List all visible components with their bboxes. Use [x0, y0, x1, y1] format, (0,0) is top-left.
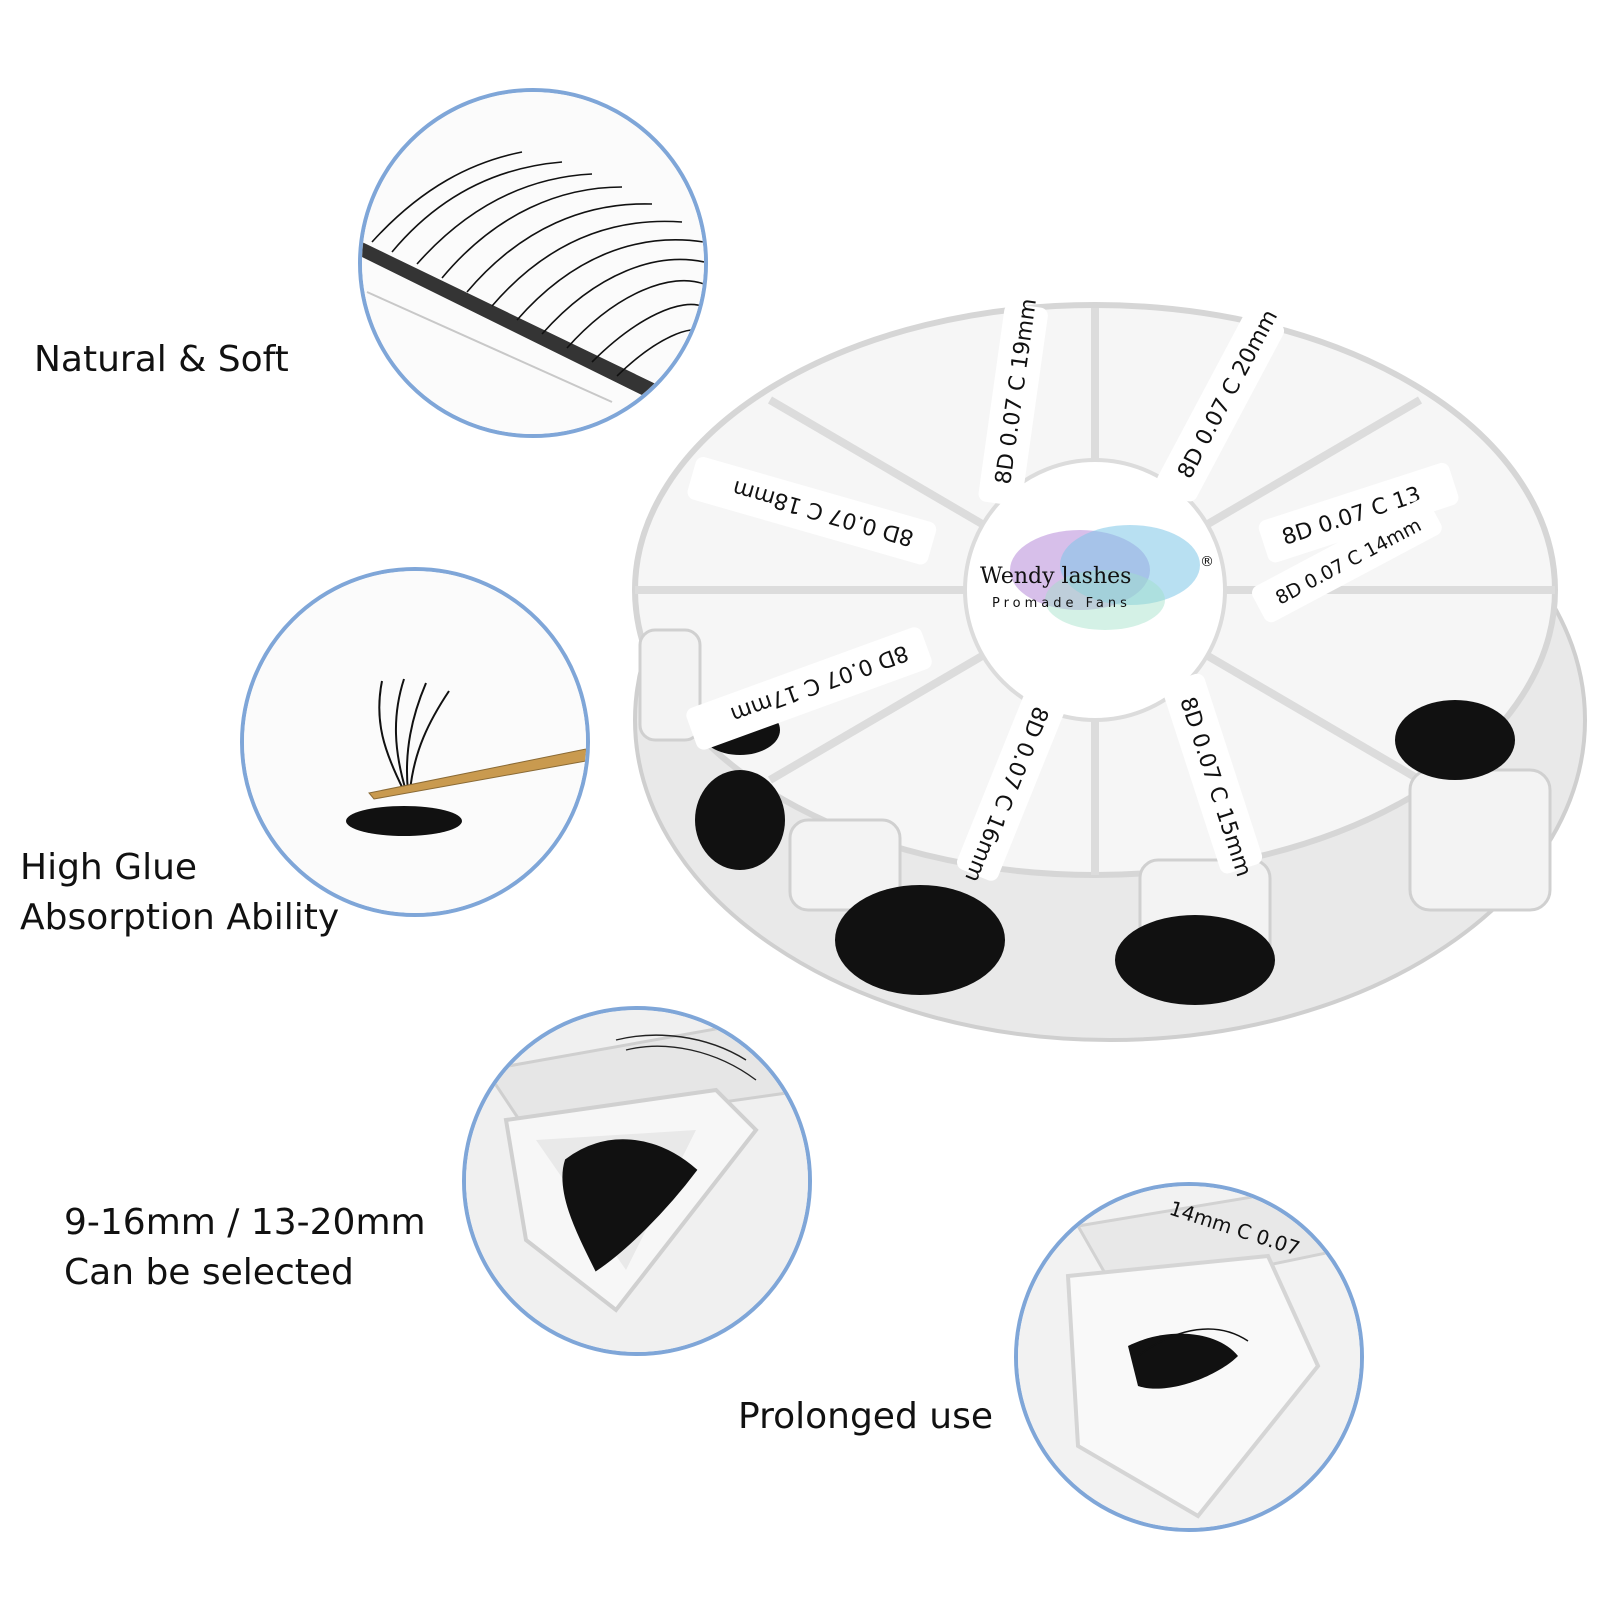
brand-mark: ® — [1200, 554, 1214, 570]
feature-label-line: Absorption Ability — [20, 897, 340, 938]
brand-sub: Promade Fans — [992, 596, 1131, 611]
tweezers-glue-icon — [244, 571, 586, 913]
tray-closeup-circle: 14mm C 0.07 — [1014, 1182, 1364, 1532]
feature-label-prolonged-use: Prolonged use — [738, 1392, 993, 1442]
tweezers-icon — [368, 748, 586, 800]
feature-label-line: Can be selected — [64, 1252, 354, 1293]
tray-compartment-icon — [466, 1010, 808, 1352]
brand-name: Wendy lashes — [980, 564, 1131, 589]
tray-closeup-icon: 14mm C 0.07 — [1018, 1186, 1360, 1528]
feature-label-line: High Glue — [20, 847, 198, 888]
feature-label-line: 9-16mm / 13-20mm — [64, 1202, 426, 1243]
tweezers-glue-circle — [240, 567, 590, 917]
feature-label-lengths: 9-16mm / 13-20mm Can be selected — [64, 1198, 426, 1298]
lash-tray: Wendy lashes ® Promade Fans 8D 0.07 C 19… — [620, 300, 1600, 1090]
feature-label-line: Prolonged use — [738, 1396, 993, 1437]
lash-strip-icon — [362, 92, 704, 434]
feature-label-line: Natural & Soft — [34, 339, 289, 380]
tray-compartment-circle — [462, 1006, 812, 1356]
lash-strip-circle — [358, 88, 708, 438]
feature-label-natural-soft: Natural & Soft — [34, 335, 289, 385]
glue-stone-icon — [346, 806, 462, 836]
feature-label-high-glue: High Glue Absorption Ability — [20, 843, 339, 943]
